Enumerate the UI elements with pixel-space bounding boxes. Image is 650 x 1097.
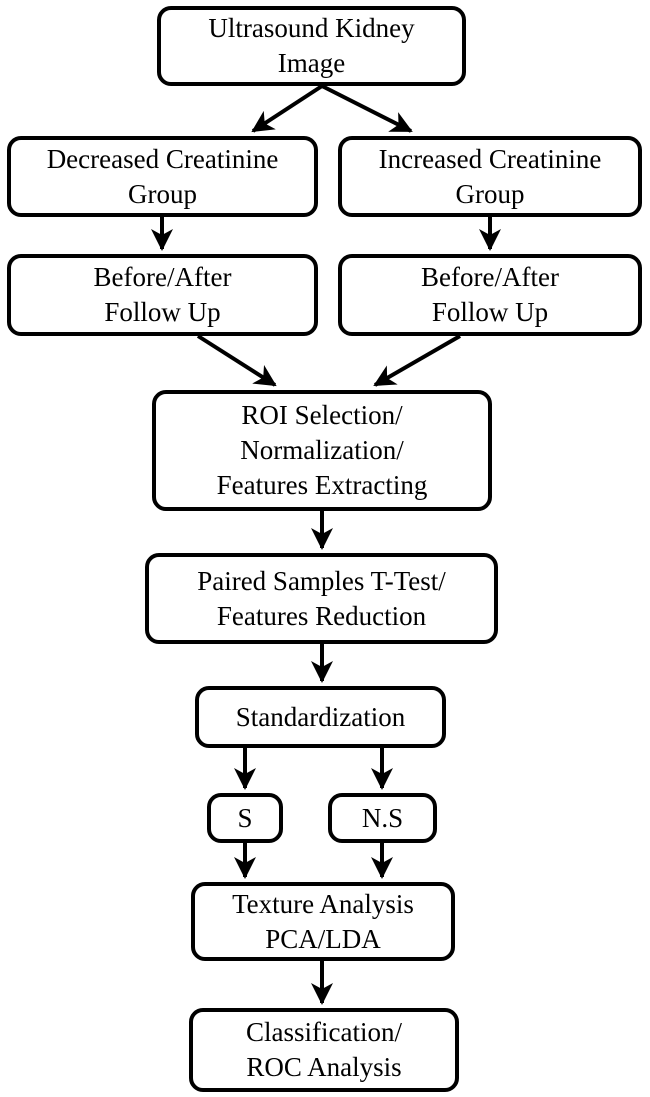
node-label-line: Features Reduction bbox=[216, 600, 427, 631]
node-label-line: Normalization/ bbox=[240, 435, 404, 465]
node-label-line: ROI Selection/ bbox=[241, 400, 403, 430]
node-roi: ROI Selection/Normalization/Features Ext… bbox=[152, 390, 492, 511]
node-label-line: Decreased Creatinine bbox=[46, 143, 279, 174]
node-label-line: Paired Samples T-Test/ bbox=[197, 565, 446, 596]
node-label-line: Group bbox=[455, 178, 525, 209]
node-label-line: N.S bbox=[361, 802, 404, 833]
node-label-line: Classification/ bbox=[246, 1017, 402, 1047]
arrow-ultrasound-to-decreased_group bbox=[251, 84, 324, 133]
arrow-ultrasound-to-increased_group bbox=[321, 84, 413, 133]
node-ttest: Paired Samples T-Test/Features Reduction bbox=[145, 553, 498, 644]
node-label-line: Ultrasound Kidney bbox=[208, 13, 415, 43]
node-label-line: Texture Analysis bbox=[232, 888, 414, 919]
node-label-line: S bbox=[237, 802, 253, 833]
node-label-line: Follow Up bbox=[431, 297, 549, 327]
node-label-line: Features Extracting bbox=[216, 470, 428, 500]
node-standardization: Standardization bbox=[195, 686, 446, 748]
node-label-line: Before/After bbox=[93, 262, 232, 292]
node-label-line: Before/After bbox=[421, 262, 559, 292]
node-label-line: Standardization bbox=[235, 701, 406, 732]
node-label-line: ROC Analysis bbox=[246, 1052, 402, 1082]
node-s: S bbox=[207, 793, 283, 843]
node-classification: Classification/ROC Analysis bbox=[189, 1008, 459, 1092]
node-label-line: Image bbox=[277, 48, 346, 78]
node-label-line: Increased Creatinine bbox=[378, 143, 602, 174]
node-label-line: PCA/LDA bbox=[265, 923, 381, 954]
arrow-increased_followup-to-roi bbox=[373, 334, 461, 387]
arrow-decreased_followup-to-roi bbox=[196, 334, 277, 387]
node-ns: N.S bbox=[328, 793, 437, 843]
node-label-line: Follow Up bbox=[104, 297, 221, 327]
node-label-line: Group bbox=[128, 178, 197, 209]
